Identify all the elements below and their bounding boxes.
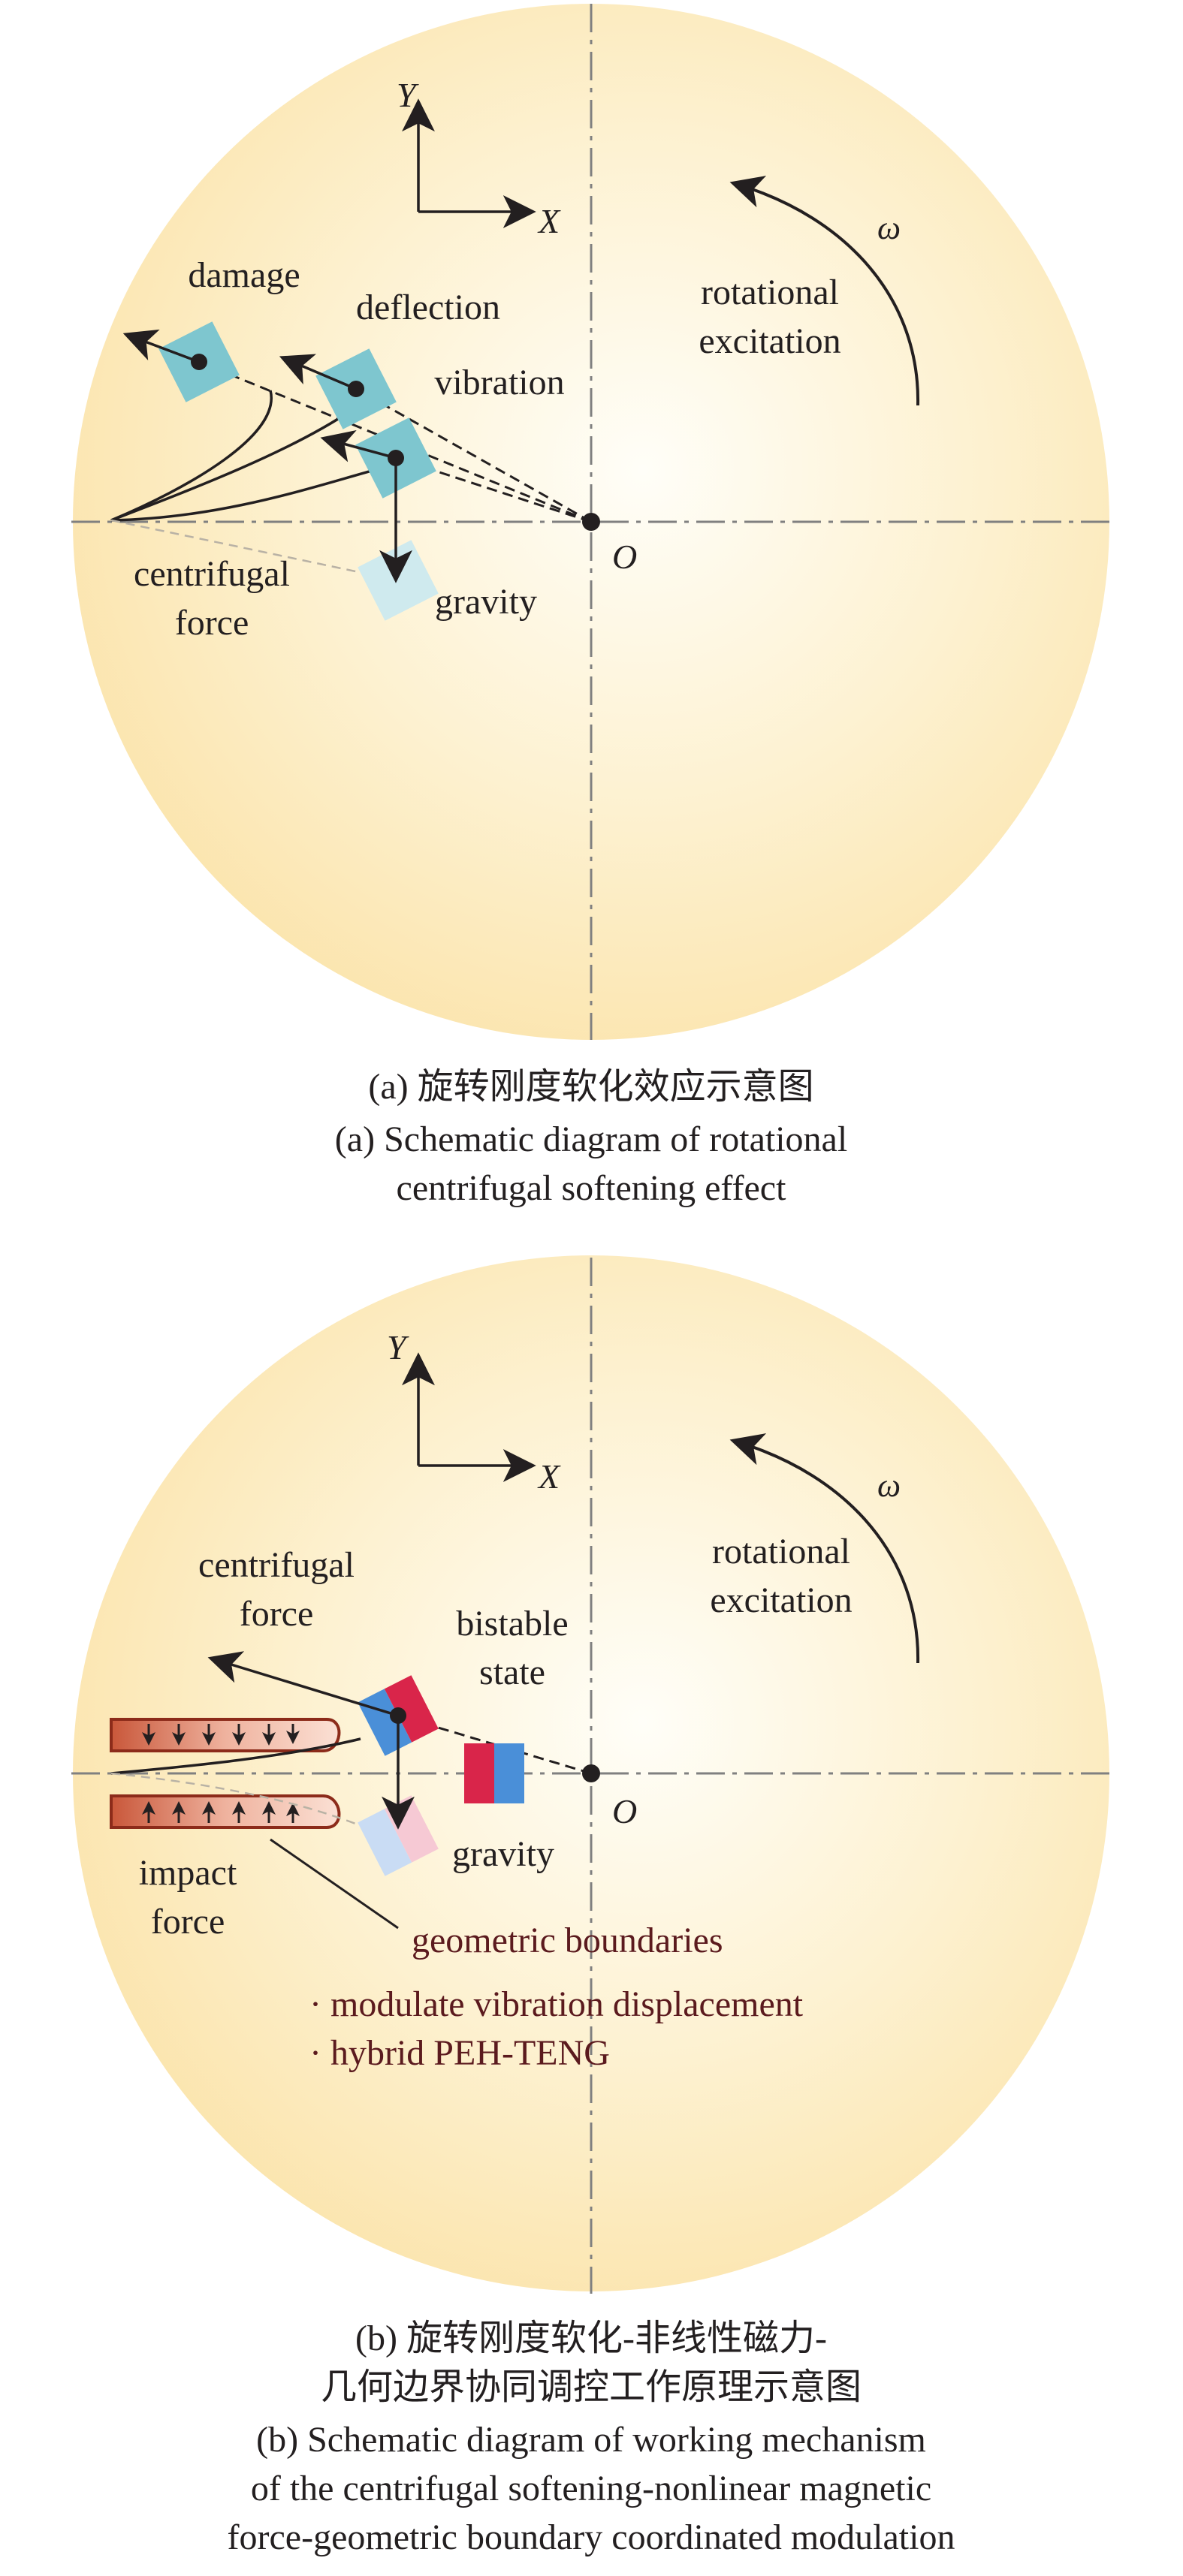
rotational-label-a: rotational <box>701 273 839 312</box>
mass-points-b <box>390 1707 600 1782</box>
axis-y-label-a: Y <box>397 76 419 114</box>
bullet-modulate-vibration: · modulate vibration displacement <box>309 1984 804 2024</box>
omega-label-b: ω <box>877 1467 901 1504</box>
omega-label-a: ω <box>877 209 901 246</box>
centrifugal-label-a: centrifugal <box>134 554 290 594</box>
axes-icon-b <box>402 1352 536 1482</box>
state-label-b: state <box>479 1653 545 1692</box>
force-label-a: force <box>175 603 249 643</box>
caption-a-en-2: centrifugal softening effect <box>397 1168 787 1208</box>
force-label-b: force <box>240 1594 314 1634</box>
origin-label-b: O <box>612 1792 637 1830</box>
caption-b-en-3: force-geometric boundary coordinated mod… <box>228 2517 955 2557</box>
rotation-arrow-a <box>729 176 920 406</box>
beam-rest-curve-b <box>110 1772 376 1833</box>
deflection-label-a: deflection <box>356 288 500 327</box>
rotation-arrow-b <box>729 1433 920 1664</box>
panel-a: Y X ω rotational excitation <box>71 4 1112 1040</box>
fixed-magnet-b <box>464 1743 524 1803</box>
rotational-label-b: rotational <box>712 1532 850 1571</box>
bistable-label-b: bistable <box>456 1604 568 1644</box>
caption-a-en-1: (a) Schematic diagram of rotational <box>335 1119 847 1159</box>
axis-x-label-a: X <box>537 202 561 240</box>
impact-label-b: impact <box>139 1853 237 1893</box>
panel-b: Y X ω rotational excitation <box>71 1255 1112 2294</box>
vibration-label-a: vibration <box>434 363 564 402</box>
axes-icon-a <box>402 98 536 228</box>
boundary-leader-line <box>270 1838 399 1930</box>
impact-force-label-b: force <box>151 1902 225 1942</box>
centrifugal-label-b: centrifugal <box>198 1545 355 1585</box>
caption-b-en-2: of the centrifugal softening-nonlinear m… <box>251 2469 931 2508</box>
lower-boundary <box>110 1794 341 1829</box>
bullet-hybrid-peh-teng: · hybrid PEH-TENG <box>309 2033 610 2073</box>
force-arrows-b <box>207 1651 415 1830</box>
excitation-label-a: excitation <box>699 321 840 361</box>
beam-curve-b <box>110 1737 361 1775</box>
axis-x-label-b: X <box>537 1457 561 1496</box>
geometric-boundaries-label: geometric boundaries <box>412 1921 723 1960</box>
origin-label-a: O <box>612 538 637 576</box>
mass-points-a <box>191 354 600 531</box>
damage-label-a: damage <box>188 255 300 295</box>
caption-a-zh: (a) 旋转刚度软化效应示意图 <box>368 1067 813 1107</box>
caption-b-zh-2: 几何边界协同调控工作原理示意图 <box>321 2367 862 2407</box>
caption-b-en-1: (b) Schematic diagram of working mechani… <box>256 2420 926 2460</box>
caption-b-zh-1: (b) 旋转刚度软化-非线性磁力- <box>355 2318 827 2358</box>
upper-boundary <box>110 1718 341 1752</box>
centrifugal-arrows-a <box>122 329 412 583</box>
gravity-label-a: gravity <box>435 582 537 622</box>
axis-y-label-b: Y <box>387 1328 409 1366</box>
gravity-label-b: gravity <box>452 1834 554 1874</box>
excitation-label-b: excitation <box>710 1580 852 1620</box>
